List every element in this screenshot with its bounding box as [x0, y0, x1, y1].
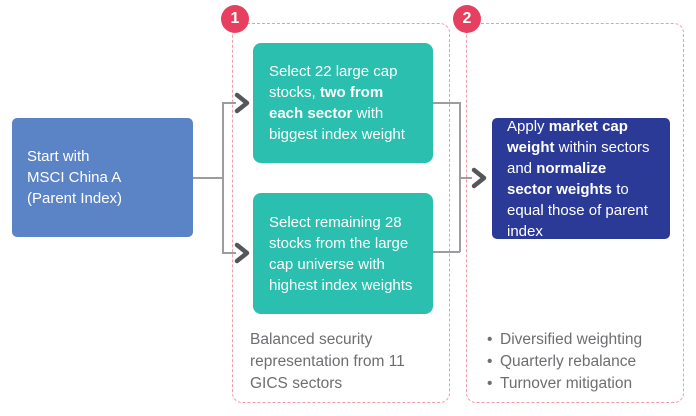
start-parent-index-text: Start with MSCI China A (Parent Index) — [27, 146, 122, 209]
text-segment: Apply — [507, 117, 549, 135]
bullet-dot-icon: • — [487, 353, 493, 370]
text-segment: within sectors and — [507, 138, 650, 177]
step1-dashed-container — [232, 23, 450, 403]
arrowhead-right-icon — [471, 167, 487, 189]
step2-bullet-list: • Diversified weighting • Quarterly reba… — [487, 329, 679, 395]
bullet-text: Diversified weighting — [500, 331, 643, 348]
bullet-text: Turnover mitigation — [500, 375, 633, 392]
text-segment-bold: two from each sector — [269, 84, 384, 122]
connector-start-horizontal — [193, 177, 223, 179]
text-segment: Select 22 large cap stocks, — [269, 63, 398, 101]
bullet-text: Quarterly rebalance — [500, 353, 637, 370]
bullet-item: • Quarterly rebalance — [487, 351, 679, 373]
step1-badge: 1 — [221, 5, 249, 33]
select-22-large-cap-text: Select 22 large cap stocks, two from eac… — [269, 61, 417, 145]
select-22-large-cap-box: Select 22 large cap stocks, two from eac… — [253, 43, 433, 163]
connector-mid-stub — [459, 177, 472, 179]
bullet-item: • Turnover mitigation — [487, 373, 679, 395]
apply-weighting-text: Apply market cap weight within sectors a… — [507, 116, 655, 242]
bullet-item: • Diversified weighting — [487, 329, 679, 351]
start-line-2: MSCI China A — [27, 169, 122, 186]
connector-teal-bottom-out — [433, 251, 460, 253]
select-remaining-28-box: Select remaining 28 stocks from the larg… — [253, 193, 433, 314]
start-parent-index-box: Start with MSCI China A (Parent Index) — [12, 118, 193, 237]
text-segment-bold: market cap weight — [507, 117, 628, 156]
text-segment: to equal those of parent index — [507, 180, 648, 240]
select-remaining-28-text: Select remaining 28 stocks from the larg… — [269, 213, 413, 294]
apply-weighting-box: Apply market cap weight within sectors a… — [492, 116, 670, 242]
bullet-dot-icon: • — [487, 375, 493, 392]
arrowhead-right-icon — [234, 242, 250, 264]
connector-teal-top-out — [433, 102, 460, 104]
step2-dashed-container — [466, 23, 684, 403]
connector-bottom-stub — [222, 252, 236, 254]
start-line-1: Start with — [27, 148, 90, 165]
start-line-3: (Parent Index) — [27, 190, 123, 207]
text-segment-bold: normalize sector weights — [507, 159, 613, 198]
step1-caption: Balanced security representation from 11… — [250, 331, 405, 392]
step2-badge: 2 — [453, 5, 481, 33]
text-segment: with biggest index weight — [269, 105, 405, 143]
connector-top-stub — [222, 102, 236, 104]
arrowhead-right-icon — [234, 92, 250, 114]
bullet-dot-icon: • — [487, 331, 493, 348]
connector-left-vertical — [222, 102, 224, 253]
